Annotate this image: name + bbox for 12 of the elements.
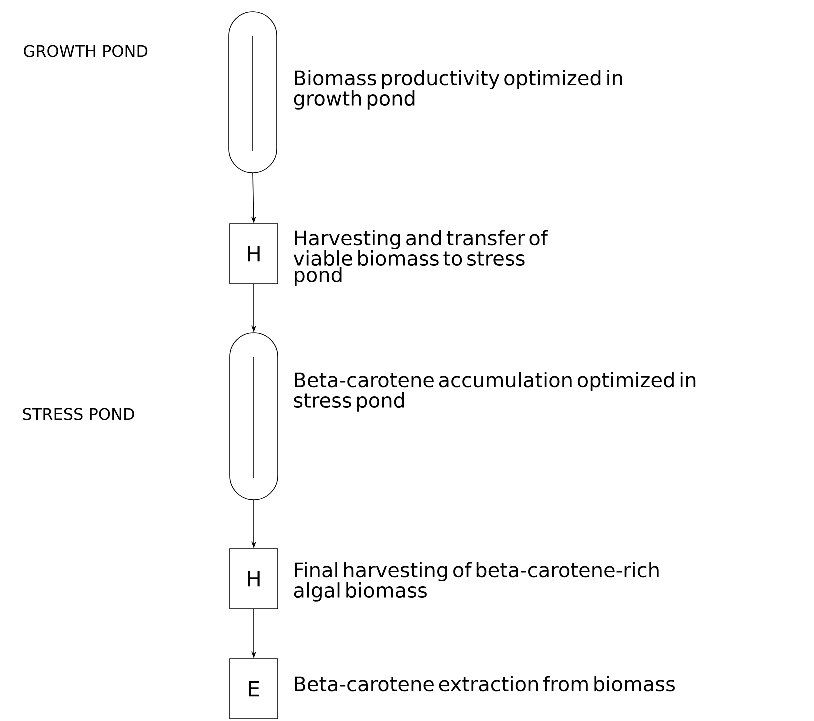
process-box: E — [230, 658, 278, 720]
pond-shape — [228, 12, 278, 174]
process-box: H — [230, 548, 278, 610]
pond-label: GROWTH POND — [24, 45, 148, 58]
pond-shape — [230, 332, 278, 500]
step-description: Beta-carotene accumulation optimized in stress pond — [294, 372, 696, 412]
step-description: Biomass productivity optimized in growth pond — [294, 70, 622, 110]
pond-label: STRESS POND — [23, 408, 134, 420]
step-description: Beta-carotene extraction from biomass — [295, 676, 675, 692]
process-box: H — [230, 224, 278, 284]
step-description: Harvesting and transfer of viable biomass to stress pond — [294, 230, 548, 286]
step-description: Final harvesting of beta-carotene-rich algal biomass — [294, 562, 659, 602]
